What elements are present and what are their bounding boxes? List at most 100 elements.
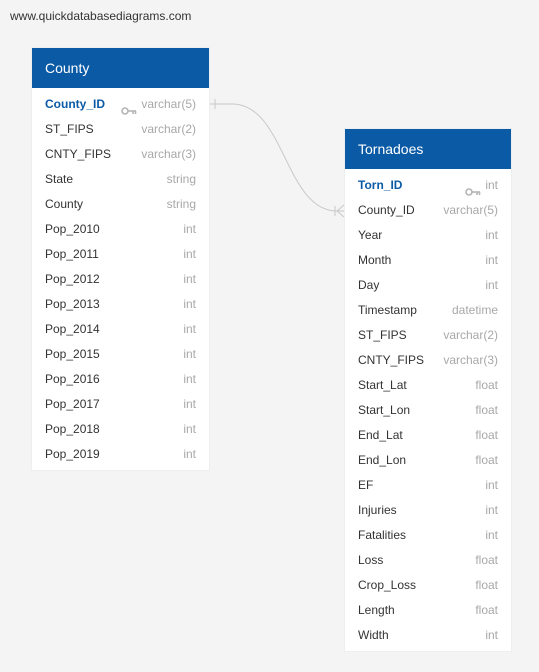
column-type: int [183,392,196,417]
column-row[interactable]: End_Lat float [345,423,511,448]
column-name: Pop_2013 [45,297,100,311]
column-name: ST_FIPS [358,328,407,342]
column-row[interactable]: Pop_2014 int [32,317,209,342]
column-row[interactable]: Injuries int [345,498,511,523]
column-name: Pop_2019 [45,447,100,461]
column-row[interactable]: Length float [345,598,511,623]
column-name: Crop_Loss [358,578,417,592]
column-type: varchar(3) [443,348,498,373]
column-name: Injuries [358,503,397,517]
column-type-label: int [183,222,196,236]
column-type-label: int [183,372,196,386]
column-type-label: int [183,247,196,261]
column-type-label: float [475,603,498,617]
column-type-label: int [485,178,498,192]
column-name: Pop_2010 [45,222,100,236]
column-name: Loss [358,553,384,567]
column-type: int [183,367,196,392]
column-name: Year [358,228,383,242]
column-name: Pop_2014 [45,322,100,336]
column-row[interactable]: ST_FIPS varchar(2) [32,117,209,142]
column-row[interactable]: Crop_Loss float [345,573,511,598]
column-name: County_ID [45,97,105,111]
column-type-label: int [183,447,196,461]
column-row[interactable]: Loss float [345,548,511,573]
column-type: int [485,523,498,548]
column-type: float [475,398,498,423]
column-type-label: int [485,478,498,492]
column-row[interactable]: Pop_2019 int [32,442,209,467]
column-type-label: float [475,453,498,467]
column-name: County [45,197,84,211]
column-type: int [485,498,498,523]
column-name: CNTY_FIPS [45,147,112,161]
column-type-label: int [183,422,196,436]
column-type: varchar(3) [141,142,196,167]
column-type: float [475,423,498,448]
column-type: varchar(5) [443,198,498,223]
column-type: int [183,342,196,367]
column-row[interactable]: County string [32,192,209,217]
column-type-label: float [475,378,498,392]
column-name: ST_FIPS [45,122,94,136]
column-type-label: varchar(2) [141,122,196,136]
column-name: End_Lon [358,453,407,467]
column-type-label: float [475,428,498,442]
table-tornadoes-title[interactable]: Tornadoes [345,129,511,169]
column-name: Width [358,628,389,642]
column-type-label: string [166,197,196,211]
column-type-label: string [166,172,196,186]
site-url-label[interactable]: www.quickdatabasediagrams.com [10,9,192,23]
column-row[interactable]: Pop_2010 int [32,217,209,242]
column-type-label: float [475,578,498,592]
column-type: int [183,442,196,467]
column-row[interactable]: Pop_2018 int [32,417,209,442]
column-row[interactable]: End_Lon float [345,448,511,473]
column-type: int [183,242,196,267]
column-type-label: int [183,397,196,411]
table-county-title[interactable]: County [32,48,209,88]
column-row[interactable]: CNTY_FIPS varchar(3) [32,142,209,167]
column-type: string [167,192,196,217]
column-type-label: varchar(3) [141,147,196,161]
column-type: int [183,217,196,242]
column-type-label: int [183,322,196,336]
column-type-label: int [485,278,498,292]
column-name: Length [358,603,395,617]
column-name: Pop_2018 [45,422,100,436]
column-type: int [183,317,196,342]
column-type: varchar(5) [121,92,196,117]
column-name: End_Lat [358,428,403,442]
column-row[interactable]: County_ID varchar(5) [32,92,209,117]
column-type-label: int [485,253,498,267]
column-type-label: int [183,297,196,311]
column-type-label: varchar(5) [141,97,196,111]
relationship-line [210,103,344,212]
column-row[interactable]: Pop_2013 int [32,292,209,317]
column-type: float [475,548,498,573]
column-type-label: float [475,553,498,567]
